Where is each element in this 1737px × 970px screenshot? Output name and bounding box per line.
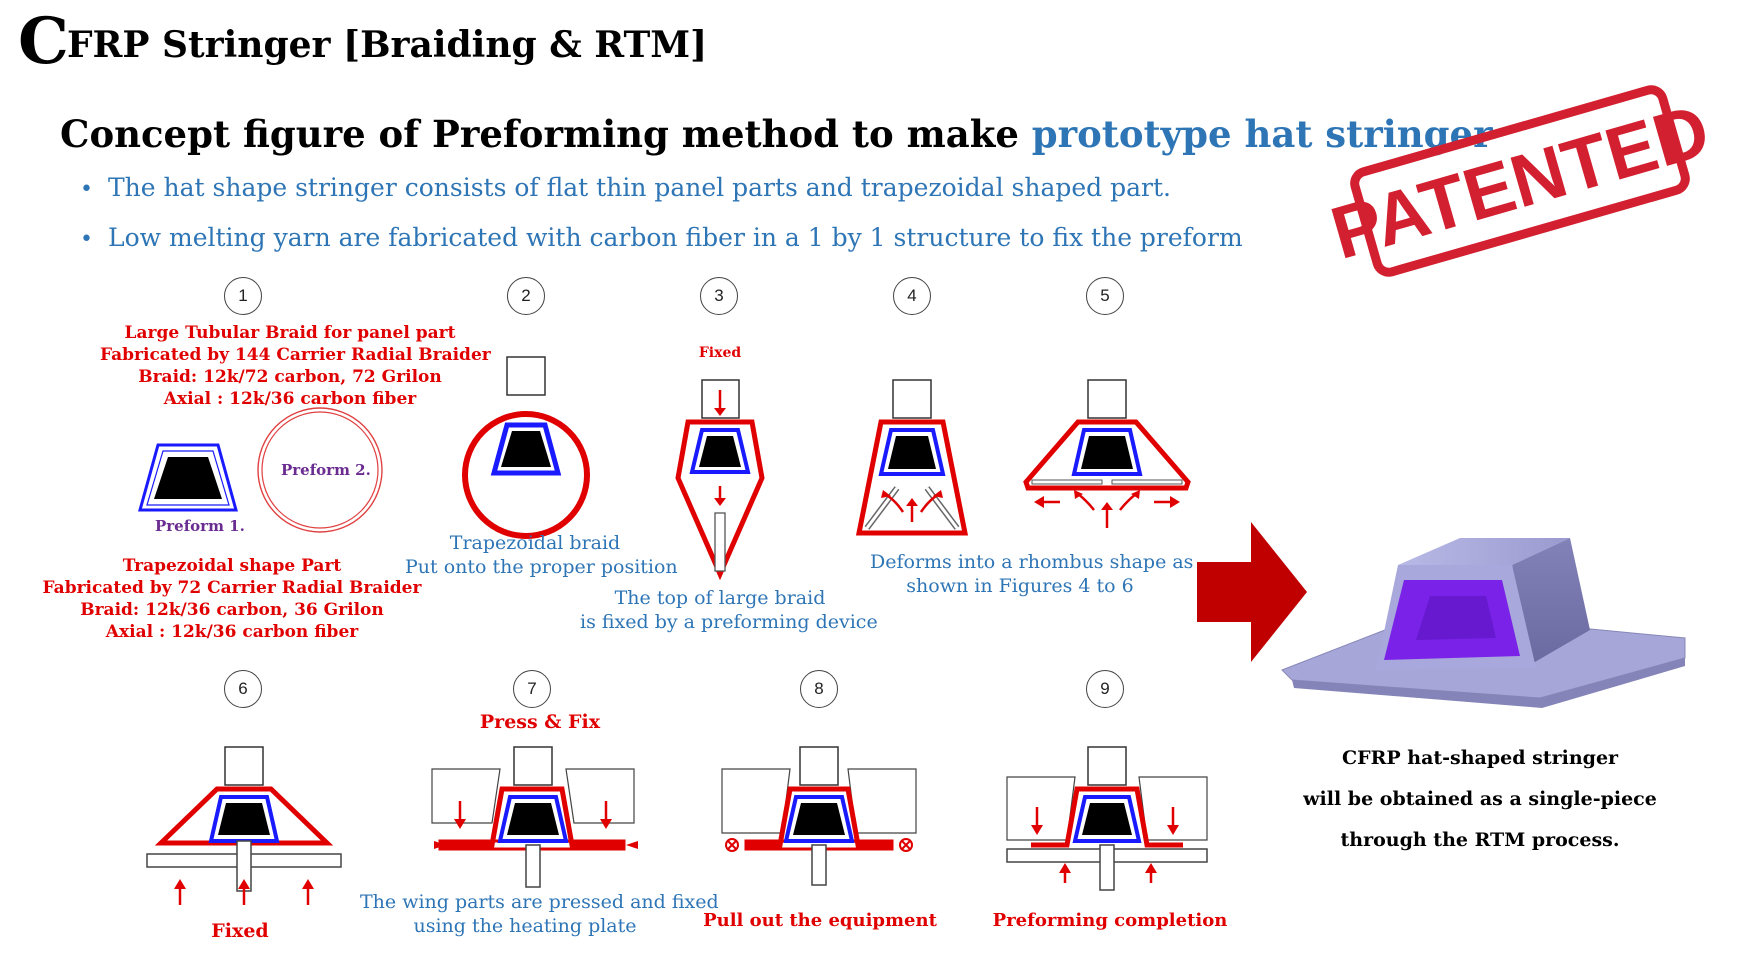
patented-stamp: PATENTED <box>1322 85 1718 277</box>
step45-text: Deforms into a rhombus shape as shown in… <box>870 551 1194 597</box>
step7-press-fix-label: Press & Fix <box>479 711 601 733</box>
step-number-9: 9 <box>1086 670 1124 708</box>
step9-label: Preforming completion <box>992 910 1228 931</box>
title-rest: FRP Stringer [Braiding & RTM] <box>66 24 708 66</box>
step-number-7: 7 <box>513 670 551 708</box>
step5-figure <box>1023 379 1191 528</box>
bullet-text-2: Low melting yarn are fabricated with car… <box>108 223 1243 252</box>
step-number-2: 2 <box>507 277 545 315</box>
title-initial: C <box>18 4 69 79</box>
step1-top-text: Large Tubular Braid for panel part Fabri… <box>100 323 491 409</box>
hat-stringer-3d-image <box>1281 538 1686 708</box>
stamp-text: PATENTED <box>1322 88 1718 275</box>
step1-bottom-text: Trapezoidal shape Part Fabricated by 72 … <box>42 556 422 642</box>
step-number-3: 3 <box>700 277 738 315</box>
bullet-item-2: •Low melting yarn are fabricated with ca… <box>80 223 1243 252</box>
step2-figure <box>462 356 590 539</box>
step9-figure <box>1006 746 1208 891</box>
bullet-text-1: The hat shape stringer consists of flat … <box>108 173 1171 202</box>
step-number-1: 1 <box>224 277 262 315</box>
subtitle-text: Concept figure of Preforming method to m… <box>60 112 1032 156</box>
step7-figure <box>431 746 638 888</box>
step-number-5: 5 <box>1086 277 1124 315</box>
step-number-6: 6 <box>224 670 262 708</box>
step-number-8: 8 <box>800 670 838 708</box>
step3-fixed-label: Fixed <box>698 345 742 361</box>
page-title: CFRP Stringer [Braiding & RTM] <box>18 10 707 74</box>
step-number-4: 4 <box>893 277 931 315</box>
step6-figure <box>146 746 342 905</box>
subtitle-highlight: prototype hat stringer <box>1031 112 1493 156</box>
right-arrow-icon <box>1197 522 1307 662</box>
step8-figure <box>721 746 917 886</box>
preform-1-label: Preform 1. <box>155 517 245 535</box>
step7-text: The wing parts are pressed and fixed usi… <box>360 891 719 937</box>
result-text: CFRP hat-shaped stringer will be obtaine… <box>1303 747 1657 851</box>
step2-text: Trapezoidal braid Put onto the proper po… <box>405 532 678 578</box>
subtitle: Concept figure of Preforming method to m… <box>60 112 1493 156</box>
step4-figure <box>855 379 969 536</box>
step6-fixed-label: Fixed <box>211 920 269 942</box>
step3-figure <box>675 379 765 581</box>
step3-text: The top of large braid is fixed by a pre… <box>580 587 878 633</box>
bullet-item-1: •The hat shape stringer consists of flat… <box>80 173 1171 202</box>
preform-2-label: Preform 2. <box>281 461 371 479</box>
step1-figure <box>138 407 383 533</box>
step8-label: Pull out the equipment <box>703 910 937 931</box>
